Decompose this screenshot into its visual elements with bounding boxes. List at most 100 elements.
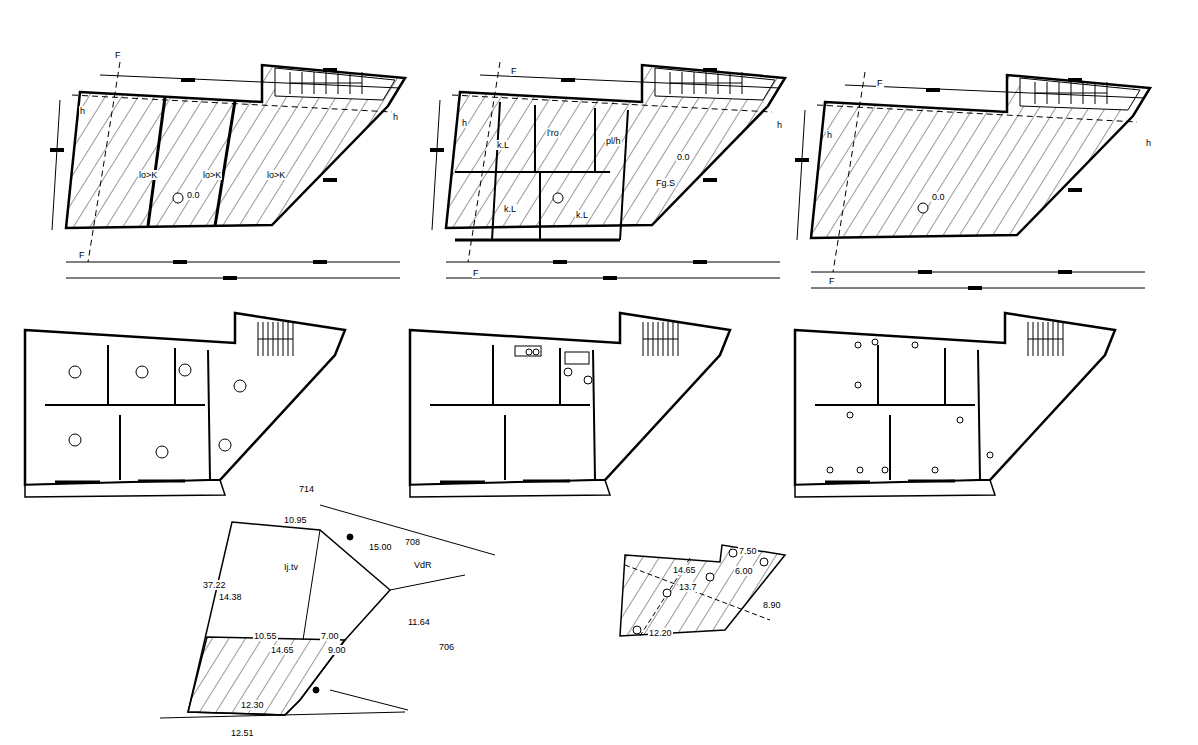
fixture-symbol (827, 467, 833, 473)
plan-label: 9.00 (327, 645, 347, 655)
plan-label: 37.22 (202, 580, 227, 590)
plan-label: 6.00 (734, 566, 754, 576)
wall-line (430, 404, 590, 406)
fixture-symbol (553, 193, 563, 203)
plan-label: 706 (438, 642, 455, 652)
section-line (625, 565, 770, 620)
hatched-floor-plan (66, 65, 405, 228)
wall-line (620, 110, 628, 240)
fixture-symbol (533, 349, 539, 355)
sink-symbol (515, 346, 541, 356)
dimension-mask (50, 148, 64, 152)
plan-label: lo>K (266, 170, 286, 180)
fixture-symbol (136, 366, 148, 378)
wall-line (504, 415, 506, 480)
hatched-floor-plan (446, 65, 785, 228)
plan-label: lo>K (202, 170, 222, 180)
plan-label: 10.95 (283, 515, 308, 525)
wall-line (815, 404, 975, 406)
wall-line (978, 350, 980, 480)
fixture-symbol (234, 380, 246, 392)
plan-label: 14.38 (218, 592, 243, 602)
fixture-symbol (987, 452, 993, 458)
plan-label: 14.65 (270, 645, 295, 655)
dimension-line (446, 262, 780, 263)
floor-plan-outline (410, 313, 730, 485)
dimension-mask (323, 178, 337, 182)
fixture-symbol (663, 589, 671, 597)
fixture-symbol (912, 342, 918, 348)
stair-step (258, 339, 293, 340)
fixture-symbol (313, 687, 319, 693)
road-line (320, 505, 495, 555)
fixture-symbol (526, 349, 532, 355)
plan-label: 7.00 (320, 631, 340, 641)
fixture-symbol (918, 203, 928, 213)
stair-box (275, 68, 395, 100)
fixture-symbol (932, 467, 938, 473)
plan-label: pl/h (605, 136, 622, 146)
window (523, 480, 570, 483)
plan-label: F (828, 276, 836, 286)
fixture-symbol (706, 573, 714, 581)
window (825, 481, 870, 484)
stair-box (655, 68, 775, 100)
dimension-mask (1068, 188, 1082, 192)
dimension-line (100, 75, 400, 88)
plan-label: Ij.tv (283, 562, 299, 572)
fixture-symbol (855, 342, 861, 348)
plan-label: 12.20 (648, 628, 673, 638)
dimension-mask (795, 158, 809, 162)
fixture-symbol (179, 364, 191, 376)
dimension-mask (703, 178, 717, 182)
plan-label: h (392, 112, 399, 122)
bath-symbol (565, 352, 589, 364)
dimension-mask (968, 286, 982, 290)
floor-plan-outline (795, 313, 1115, 485)
dimension-mask (926, 88, 940, 92)
plan-label: F (510, 66, 518, 76)
fixture-symbol (957, 417, 963, 423)
fixture-symbol (760, 558, 768, 566)
fixture-symbol (729, 549, 737, 557)
hatched-lot (188, 637, 345, 715)
section-line (833, 72, 865, 272)
dimension-mask (323, 68, 337, 72)
dimension-mask (173, 260, 187, 264)
dimension-mask (553, 260, 567, 264)
wall-line (594, 108, 596, 172)
stair-step (643, 339, 678, 340)
balcony-strip (25, 480, 225, 497)
fixture-symbol (173, 193, 183, 203)
dimension-mask (223, 276, 237, 280)
plan-label: l'ro (546, 128, 560, 138)
dimension-line (797, 110, 805, 240)
wall-line (45, 404, 205, 406)
plan-label: 8.90 (762, 600, 782, 610)
plan-label: F (78, 250, 86, 260)
section-line (817, 105, 1137, 122)
plan-label: h (1145, 138, 1152, 148)
road-line (330, 690, 408, 710)
fixture-symbol (633, 626, 641, 634)
window (908, 480, 955, 483)
plan-label: 0.0 (676, 152, 691, 162)
fixture-symbol (564, 368, 572, 376)
plan-label: F (876, 78, 884, 88)
column-line (215, 101, 235, 226)
wall-line (107, 345, 109, 405)
section-line (88, 62, 120, 262)
wall-line (534, 105, 536, 172)
dimension-mask (1058, 270, 1072, 274)
plan-label: h (776, 120, 783, 130)
wall-line (539, 172, 541, 240)
dimension-mask (918, 270, 932, 274)
fixture-symbol (69, 434, 81, 446)
wall-line (455, 239, 620, 242)
plan-label: F (472, 268, 480, 278)
wall-line (174, 348, 176, 405)
wall-line (455, 171, 610, 173)
section-line (468, 62, 500, 262)
fixture-symbol (857, 467, 863, 473)
plan-label: k.L (496, 140, 510, 150)
